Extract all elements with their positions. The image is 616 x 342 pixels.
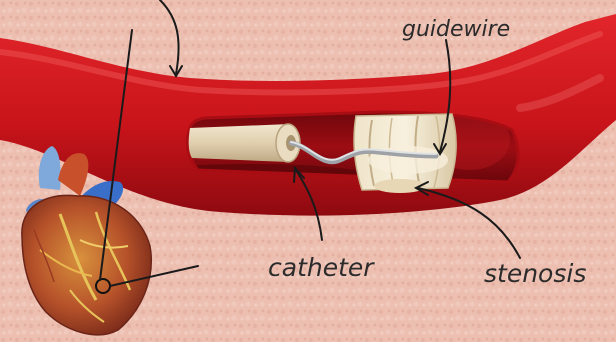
catheter-illustration [189, 124, 300, 162]
label-catheter: catheter [268, 253, 375, 282]
label-guidewire: guidewire [402, 17, 510, 42]
label-stenosis: stenosis [484, 259, 586, 288]
